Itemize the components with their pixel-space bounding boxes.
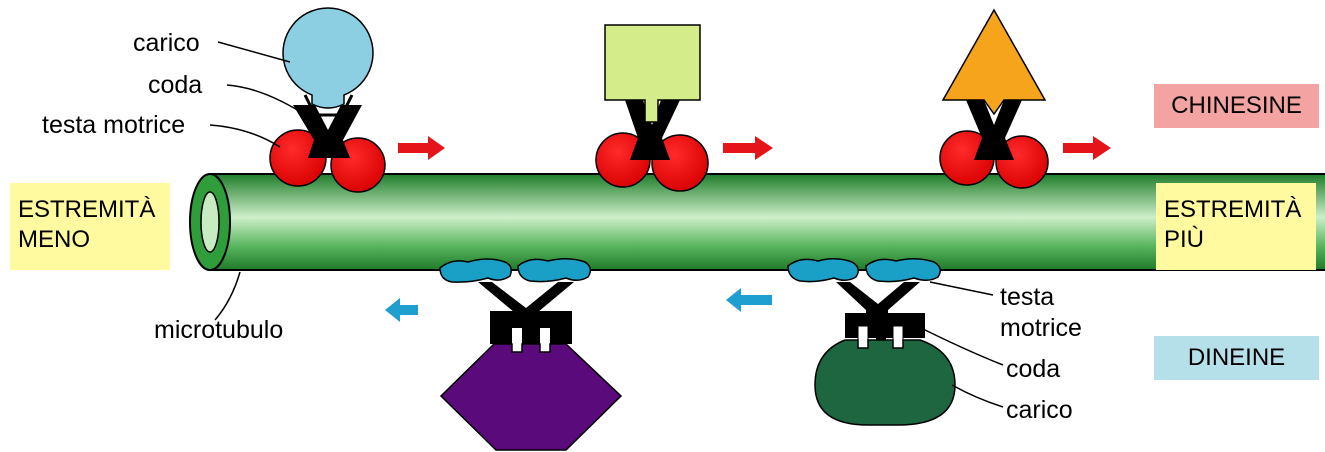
kinesin-cargo-label: carico xyxy=(133,29,200,57)
kinesin-motor-1 xyxy=(269,94,386,193)
plus-end-label: ESTREMITÀ PIÙ xyxy=(1156,183,1316,270)
kinesin-motor-head-label: testa motrice xyxy=(42,111,185,139)
dyneins-label: DINEINE xyxy=(1154,336,1319,380)
kinesins-label: CHINESINE xyxy=(1154,84,1319,128)
microtubule xyxy=(189,173,1325,271)
cargo-hexagon xyxy=(439,343,623,451)
cargo-square xyxy=(604,24,701,123)
minus-end-line2: MENO xyxy=(18,226,90,253)
dynein-motor-head-label-line2: motrice xyxy=(1000,314,1082,342)
kinesin-tail-label: coda xyxy=(148,71,202,99)
dynein-cargo-label: carico xyxy=(1006,396,1073,424)
dynein-motor-2 xyxy=(787,258,941,349)
leader-lines xyxy=(209,41,1004,408)
dynein-tail-label: coda xyxy=(1006,355,1060,383)
kinesin-motor-3 xyxy=(939,100,1049,189)
dynein-motor-1 xyxy=(439,258,592,346)
cargo-circle xyxy=(282,7,374,109)
kinesin-direction-arrows xyxy=(398,136,1111,160)
plus-end-line2: PIÙ xyxy=(1164,226,1205,253)
dynein-motor-head-label-line1: testa xyxy=(1000,283,1054,311)
minus-end-line1: ESTREMITÀ xyxy=(18,196,156,223)
dynein-direction-arrows xyxy=(385,288,772,322)
cargo-triangle xyxy=(941,8,1047,116)
plus-end-line1: ESTREMITÀ xyxy=(1164,196,1302,223)
microtubule-label: microtubulo xyxy=(154,316,283,344)
cargo-oval xyxy=(814,339,956,426)
minus-end-label: ESTREMITÀ MENO xyxy=(10,183,170,270)
kinesin-motor-2 xyxy=(595,100,709,192)
